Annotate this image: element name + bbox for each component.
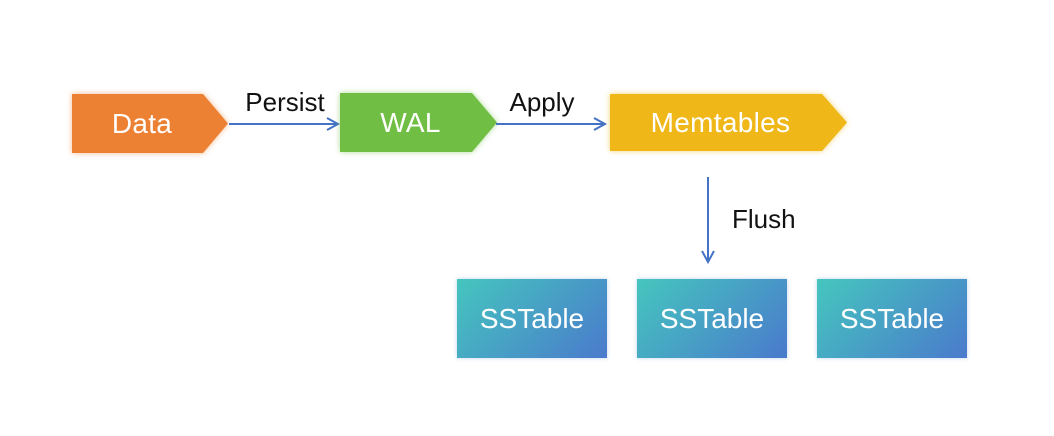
node-wal-label: WAL [380,106,441,138]
persist-arrow-icon [229,117,341,131]
edge-label-flush: Flush [732,204,796,234]
node-sstable-1-label: SSTable [479,302,585,334]
node-sstable-3-label: SSTable [839,302,945,334]
edge-label-persist: Persist [245,87,325,117]
node-sstable-2-label: SSTable [659,302,765,334]
node-sstable-3: SSTable [817,279,967,358]
node-sstable-1: SSTable [457,279,607,358]
memtables-chevron-shape: Memtables [610,94,847,151]
wal-chevron-shape: WAL [340,93,497,152]
flush-arrow-icon [701,177,715,265]
edge-label-apply: Apply [509,87,575,117]
node-memtables-label: Memtables [650,106,791,138]
node-memtables: Memtables [610,94,847,151]
node-data: Data [72,94,228,153]
node-sstable-2: SSTable [637,279,787,358]
apply-arrow-icon [496,117,608,131]
node-data-label: Data [111,107,173,139]
data-chevron-shape: Data [72,94,228,153]
node-wal: WAL [340,93,497,152]
